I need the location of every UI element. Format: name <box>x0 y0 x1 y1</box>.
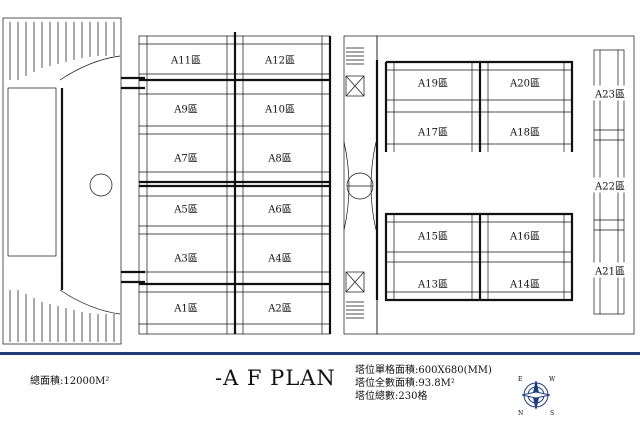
zone-label-a18: A18區 <box>508 123 542 139</box>
rotunda-arc-bottom <box>59 289 121 315</box>
heavy-walls <box>60 32 574 334</box>
rotunda-stair-bottom <box>9 290 115 342</box>
total-area-text: 總面積:12000M² <box>30 376 110 387</box>
zone-label-a4: A4區 <box>266 249 294 265</box>
stair-bottom <box>346 301 364 319</box>
zone-label-a9: A9區 <box>172 100 200 116</box>
compass-e: E <box>518 376 522 383</box>
rotunda-column <box>89 173 113 197</box>
zone-label-a2: A2區 <box>266 299 294 315</box>
zone-label-a17: A17區 <box>416 123 450 139</box>
compass-s: S <box>550 410 554 417</box>
spec-total-area: 塔位全數面積:93.8M² <box>355 378 455 389</box>
zone-label-a22: A22區 <box>593 177 627 193</box>
zone-label-a12: A12區 <box>263 51 297 67</box>
zone-label-a21: A21區 <box>593 262 627 278</box>
zone-label-a1: A1區 <box>172 299 200 315</box>
zone-label-a23: A23區 <box>593 85 627 101</box>
zone-label-a15: A15區 <box>416 227 450 243</box>
zone-label-a6: A6區 <box>266 200 294 216</box>
zone-label-a5: A5區 <box>172 200 200 216</box>
zone-label-a14: A14區 <box>508 275 542 291</box>
spec-total-count: 塔位總數:230格 <box>355 391 428 402</box>
elevator-top <box>345 75 365 97</box>
zone-label-a10: A10區 <box>263 100 297 116</box>
zone-label-a13: A13區 <box>416 275 450 291</box>
zone-label-a11: A11區 <box>169 51 203 67</box>
spec-block: 塔位單格面積:600X680(MM) 塔位全數面積:93.8M² 塔位總數:23… <box>355 364 492 403</box>
rotunda-inner-room <box>7 87 57 257</box>
stair-top <box>346 47 364 65</box>
center-core <box>343 35 378 335</box>
elevator-bottom <box>345 271 365 293</box>
rotunda-stair-top <box>9 22 115 80</box>
left-cell-grid <box>138 35 331 335</box>
compass-n: N <box>518 410 523 417</box>
zone-label-a16: A16區 <box>508 227 542 243</box>
zone-label-a7: A7區 <box>172 149 200 165</box>
rotunda-arc-top <box>59 55 121 81</box>
foyer-curve-left <box>343 141 350 231</box>
plan-title: -A F PLAN <box>215 366 336 390</box>
compass-w: W <box>549 376 556 383</box>
spec-unit-size: 塔位單格面積:600X680(MM) <box>355 365 492 376</box>
rotunda-outline <box>2 17 122 345</box>
foyer-curve-right <box>370 141 377 231</box>
zone-label-a8: A8區 <box>266 149 294 165</box>
footer-divider <box>0 352 640 355</box>
zone-label-a19: A19區 <box>416 74 450 90</box>
compass-icon: E W N S <box>518 376 556 417</box>
zone-label-a20: A20區 <box>508 74 542 90</box>
zone-label-a3: A3區 <box>172 249 200 265</box>
